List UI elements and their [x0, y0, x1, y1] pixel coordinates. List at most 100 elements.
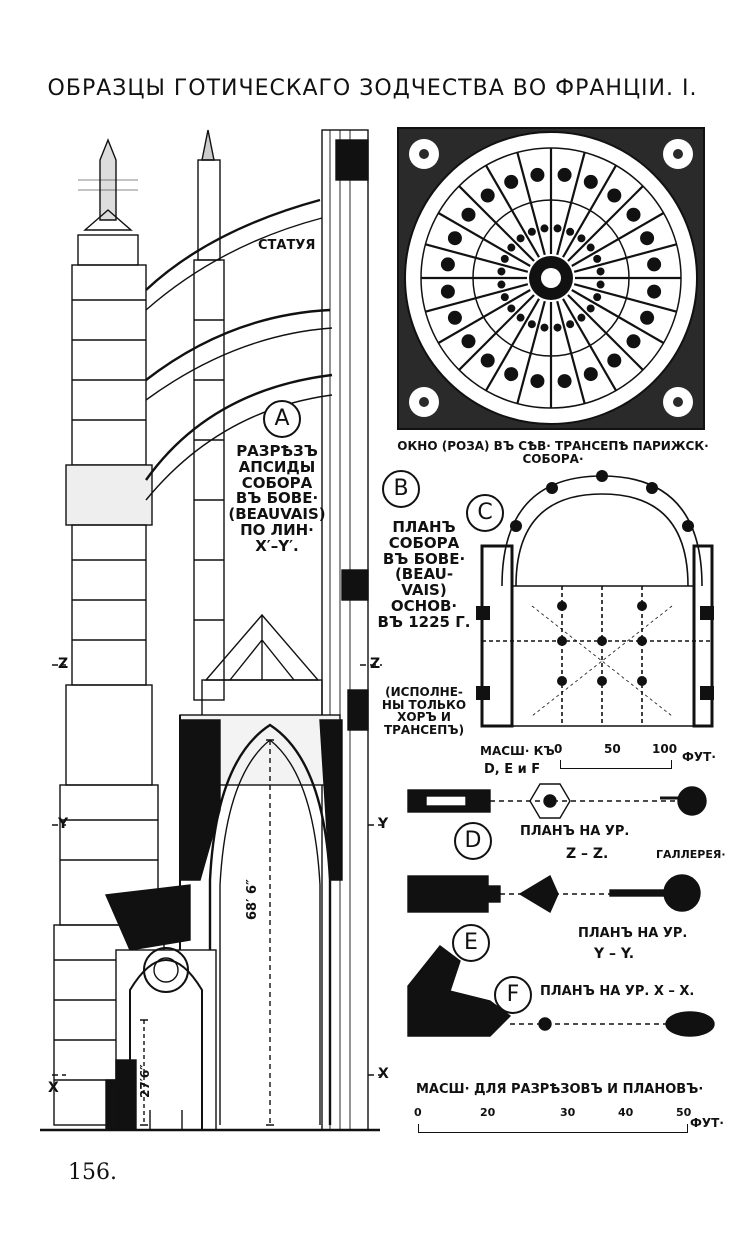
- plan-scale-tick-100: 100: [652, 742, 678, 756]
- rose-lobe: [504, 174, 519, 189]
- plan-e-caption: ПЛАНЪ НА УР.: [578, 926, 688, 941]
- rose-spoke: [567, 185, 644, 262]
- plan-scale-title: МАСШ· КЪ: [480, 744, 555, 758]
- plan-c-drawing: [476, 470, 714, 728]
- plan-c-note: (ИСПОЛНЕ- НЫ ТОЛЬКО ХОРЪ И ТРАНСЕПЪ): [381, 685, 467, 737]
- rose-lobe: [504, 367, 519, 382]
- rose-inner-lobe: [540, 323, 549, 332]
- plan-scale-sub: D, E и F: [484, 762, 541, 777]
- rose-lobe: [607, 188, 622, 203]
- rose-lobe: [640, 310, 655, 325]
- plan-e-level: Y – Y.: [594, 946, 635, 962]
- rose-spoke: [573, 243, 677, 273]
- plan-d-level: Z – Z.: [566, 846, 609, 862]
- rose-lobe: [626, 334, 641, 349]
- level-x-right: X: [378, 1066, 389, 1082]
- label-b: B: [382, 470, 420, 508]
- label-c: C: [466, 494, 504, 532]
- rose-inner-lobe: [497, 280, 506, 289]
- level-y-right: Y: [378, 816, 389, 832]
- level-z-right: Z: [370, 656, 381, 672]
- level-z-left: Z: [58, 656, 69, 672]
- rose-inner-lobe: [577, 234, 586, 243]
- rose-inner-lobe: [566, 227, 575, 236]
- plan-f-caption: ПЛАНЪ НА УР. X – X.: [540, 984, 695, 999]
- rose-inner-lobe: [516, 234, 525, 243]
- label-a: A: [263, 400, 301, 438]
- lower-dimension: 27′6″: [138, 1064, 152, 1098]
- rose-lobe: [480, 353, 495, 368]
- plan-d-caption: ПЛАНЪ НА УР.: [520, 824, 630, 839]
- rose-spoke: [573, 283, 677, 313]
- rose-spoke: [458, 185, 535, 262]
- rose-spoke: [437, 212, 531, 267]
- rose-caption: ОКНО (РОЗА) ВЪ СѢВ· ТРАНСЕПѢ ПАРИЖСК· СО…: [397, 439, 709, 466]
- level-y-left: Y: [58, 816, 69, 832]
- rose-lobe: [583, 367, 598, 382]
- rose-spoke: [562, 298, 617, 392]
- plans-def-drawing: [407, 783, 715, 1037]
- main-scale-bar: [418, 1124, 688, 1133]
- rose-inner-lobe: [497, 267, 506, 276]
- rose-spoke: [516, 152, 546, 256]
- label-f: F: [494, 976, 532, 1014]
- rose-inner-lobe: [500, 293, 509, 302]
- rose-lobe: [640, 231, 655, 246]
- rose-inner-lobe: [553, 224, 562, 233]
- rose-spoke: [562, 164, 617, 258]
- rose-inner-lobe: [500, 254, 509, 263]
- rose-inner-lobe: [540, 224, 549, 233]
- rose-spoke: [485, 298, 540, 392]
- main-scale-tick-0: 0: [414, 1106, 422, 1119]
- main-scale-tick-50: 50: [676, 1106, 692, 1119]
- plan-scale-bar: [560, 760, 672, 769]
- rose-lobe: [447, 310, 462, 325]
- rose-window-drawing: [397, 127, 705, 430]
- rose-inner-lobe: [593, 293, 602, 302]
- level-x-left: X: [48, 1080, 59, 1096]
- plan-d-gallery: ГАЛЛЕРЕЯ·: [656, 848, 726, 861]
- rose-spoke: [458, 294, 535, 371]
- main-scale-unit: ФУТ·: [690, 1116, 724, 1130]
- section-drawing: [40, 129, 382, 1132]
- rose-lobe: [647, 257, 662, 272]
- rose-spoke: [425, 243, 529, 273]
- label-d: D: [454, 822, 492, 860]
- rose-inner-lobe: [507, 304, 516, 313]
- main-scale-tick-20: 20: [480, 1106, 496, 1119]
- rose-lobe: [607, 353, 622, 368]
- rose-lobe: [440, 257, 455, 272]
- main-scale-tick-40: 40: [618, 1106, 634, 1119]
- plan-c-caption: ПЛАНЪ СОБОРА ВЪ БОВЕ· (BEAU- VAIS) ОСНОВ…: [377, 518, 471, 631]
- rose-inner-lobe: [577, 313, 586, 322]
- main-scale-tick-30: 30: [560, 1106, 576, 1119]
- rose-spoke: [556, 300, 586, 404]
- rose-inner-lobe: [586, 243, 595, 252]
- rose-inner-lobe: [586, 304, 595, 313]
- rose-lobe: [447, 231, 462, 246]
- rose-lobe: [557, 374, 572, 389]
- rose-inner-lobe: [507, 243, 516, 252]
- rose-lobe: [626, 207, 641, 222]
- rose-lobe: [461, 207, 476, 222]
- section-a-caption: РАЗРѢЗЪ АПСИДЫ СОБОРА ВЪ БОВЕ· (BEAUVAIS…: [228, 442, 326, 555]
- plan-scale-unit: ФУТ·: [682, 750, 716, 764]
- plan-scale-tick-0: 0: [554, 742, 563, 756]
- rose-inner-lobe: [527, 227, 536, 236]
- statue-label: СТАТУЯ: [258, 238, 316, 253]
- rose-spoke: [425, 283, 529, 313]
- rose-inner-lobe: [596, 267, 605, 276]
- rose-lobe: [480, 188, 495, 203]
- rose-inner-lobe: [553, 323, 562, 332]
- rose-inner-lobe: [527, 320, 536, 329]
- rose-lobe: [557, 167, 572, 182]
- rose-spoke: [556, 152, 586, 256]
- rose-spoke: [571, 212, 665, 267]
- rose-spoke: [437, 289, 531, 344]
- rose-lobe: [647, 284, 662, 299]
- rose-inner-lobe: [596, 280, 605, 289]
- page-title: ОБРАЗЦЫ ГОТИЧЕСКАГО ЗОДЧЕСТВА ВО ФРАНЦІИ…: [47, 76, 698, 101]
- rose-lobe: [461, 334, 476, 349]
- label-e: E: [452, 924, 490, 962]
- height-dimension: 68′ 6″: [245, 879, 260, 920]
